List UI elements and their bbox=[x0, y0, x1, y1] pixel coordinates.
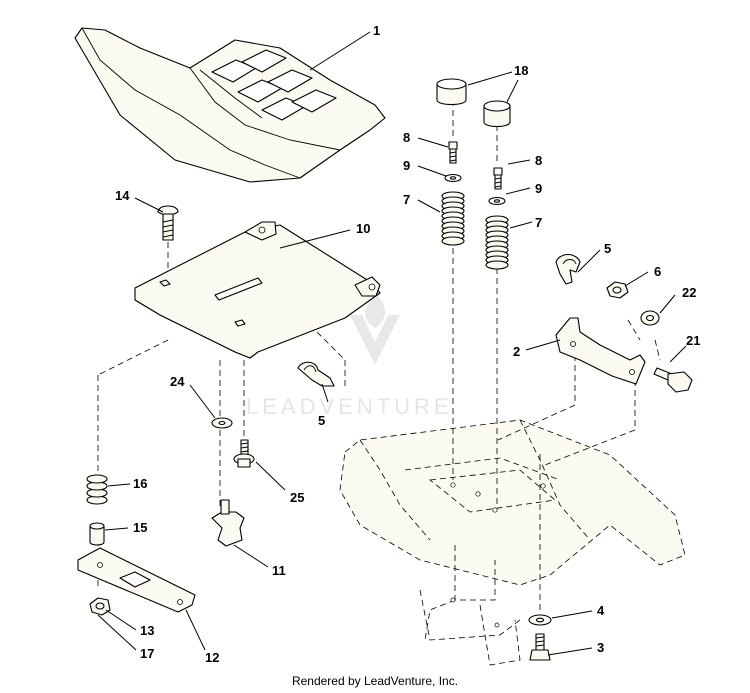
label-part-8a: 8 bbox=[403, 130, 410, 145]
label-part-2: 2 bbox=[513, 344, 520, 359]
spring-16 bbox=[86, 474, 108, 505]
flange-nut bbox=[640, 310, 660, 326]
slide-plate bbox=[77, 547, 196, 613]
bolt-3 bbox=[529, 633, 551, 661]
label-part-7a: 7 bbox=[403, 192, 410, 207]
spring-coil bbox=[441, 236, 465, 246]
washer-4 bbox=[528, 614, 552, 626]
nut-13-17 bbox=[89, 597, 111, 616]
label-part-10: 10 bbox=[356, 221, 370, 236]
washer-24 bbox=[211, 417, 233, 429]
label-part-22: 22 bbox=[682, 285, 696, 300]
spacers bbox=[436, 78, 511, 128]
label-part-21: 21 bbox=[686, 333, 700, 348]
shoulder-bolt-21 bbox=[653, 367, 693, 393]
label-part-3: 3 bbox=[597, 640, 604, 655]
label-part-16: 16 bbox=[133, 476, 147, 491]
carriage-bolt bbox=[157, 205, 179, 241]
watermark-text: LEADVENTURE bbox=[246, 394, 453, 419]
shoulder-bolts bbox=[448, 141, 503, 190]
label-part-24: 24 bbox=[170, 374, 185, 389]
label-part-18: 18 bbox=[514, 63, 528, 78]
label-part-12: 12 bbox=[205, 650, 219, 665]
tractor-frame bbox=[339, 419, 686, 666]
label-part-7b: 7 bbox=[535, 215, 542, 230]
label-part-6: 6 bbox=[654, 264, 661, 279]
label-part-9a: 9 bbox=[403, 158, 410, 173]
springs bbox=[441, 191, 509, 270]
seat-bracket bbox=[555, 317, 646, 385]
footer-credit: Rendered by LeadVenture, Inc. bbox=[291, 674, 459, 688]
label-part-17: 17 bbox=[140, 646, 154, 661]
bolt-25 bbox=[233, 439, 255, 468]
knob-11 bbox=[211, 499, 245, 547]
label-part-8b: 8 bbox=[535, 153, 542, 168]
label-part-5a: 5 bbox=[604, 241, 611, 256]
hex-nut bbox=[606, 281, 629, 299]
part-labels: 1 18 8 9 7 8 9 7 14 10 5 6 22 2 21 24 5 … bbox=[115, 23, 700, 665]
label-part-15: 15 bbox=[133, 520, 147, 535]
label-part-9b: 9 bbox=[535, 181, 542, 196]
label-part-13: 13 bbox=[140, 623, 154, 638]
leader-lines bbox=[97, 31, 687, 656]
washers bbox=[444, 173, 506, 206]
knob-clips bbox=[297, 253, 581, 387]
label-part-4: 4 bbox=[597, 603, 605, 618]
label-part-25: 25 bbox=[290, 490, 304, 505]
label-part-11: 11 bbox=[272, 563, 286, 578]
spacer-15 bbox=[89, 522, 105, 546]
seat-pan bbox=[134, 221, 381, 359]
label-part-1: 1 bbox=[373, 23, 380, 38]
label-part-5b: 5 bbox=[318, 413, 325, 428]
watermark-logo: LEADVENTURE bbox=[246, 296, 453, 419]
spring-coil bbox=[485, 260, 509, 270]
label-part-14: 14 bbox=[115, 188, 130, 203]
seat bbox=[74, 27, 386, 183]
